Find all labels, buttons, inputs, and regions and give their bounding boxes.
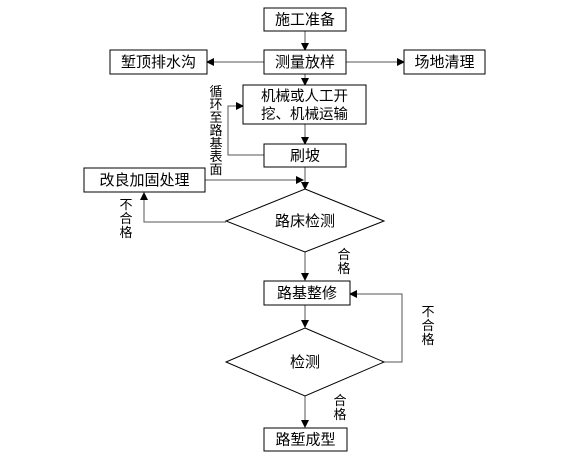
loop-char: 环 bbox=[209, 98, 222, 113]
pass-label-check: 合 格 bbox=[333, 394, 346, 423]
node-brush-slope-label: 刷坡 bbox=[290, 147, 320, 165]
node-brush-slope: 刷坡 bbox=[263, 143, 347, 168]
fail-char: 不 bbox=[119, 198, 132, 213]
node-prep-label: 施工准备 bbox=[275, 11, 335, 29]
decision-check: 检测 bbox=[224, 327, 386, 397]
pass-label-bed-check: 合 格 bbox=[337, 248, 350, 277]
node-final: 路堑成型 bbox=[263, 427, 348, 452]
node-final-label: 路堑成型 bbox=[275, 431, 335, 449]
pass-char: 合 bbox=[333, 394, 346, 409]
node-site-clear-label: 场地清理 bbox=[414, 53, 474, 71]
node-improve-label: 改良加固处理 bbox=[99, 171, 189, 189]
fail-label-bed-check: 不 合 格 bbox=[119, 198, 132, 241]
node-excavate-label-line2: 挖、机械运输 bbox=[261, 106, 348, 123]
node-subgrade-trim: 路基整修 bbox=[263, 280, 351, 306]
node-survey-label: 测量放样 bbox=[275, 53, 335, 71]
node-improve: 改良加固处理 bbox=[83, 167, 206, 193]
pass-char: 合 bbox=[337, 248, 350, 263]
node-excavate-label-line1: 机械或人工开 bbox=[261, 88, 348, 105]
pass-char: 格 bbox=[333, 407, 346, 423]
loop-label: 循 环 至 路 基 表 面 bbox=[209, 85, 222, 178]
edge-bedcheck-fail bbox=[140, 192, 226, 223]
fail-char: 格 bbox=[421, 332, 434, 348]
loop-char: 面 bbox=[209, 163, 222, 178]
node-prep: 施工准备 bbox=[263, 7, 347, 32]
node-top-ditch-label: 堑顶排水沟 bbox=[121, 53, 196, 71]
loop-char: 至 bbox=[209, 111, 222, 126]
decision-bed-check: 路床检测 bbox=[224, 188, 386, 253]
fail-char: 合 bbox=[421, 319, 434, 334]
decision-bed-check-label: 路床检测 bbox=[275, 212, 335, 230]
node-excavate: 机械或人工开 挖、机械运输 bbox=[242, 84, 367, 125]
loop-char: 循 bbox=[209, 85, 222, 100]
fail-char: 不 bbox=[421, 305, 434, 320]
pass-char: 格 bbox=[337, 261, 350, 277]
fail-char: 合 bbox=[119, 212, 132, 227]
loop-char: 基 bbox=[209, 137, 222, 152]
node-survey: 测量放样 bbox=[263, 49, 347, 75]
connectors bbox=[140, 31, 405, 428]
node-top-ditch: 堑顶排水沟 bbox=[109, 49, 208, 75]
fail-char: 格 bbox=[119, 225, 132, 241]
loop-char: 表 bbox=[209, 150, 222, 165]
edge-check-fail bbox=[349, 290, 403, 363]
node-site-clear: 场地清理 bbox=[403, 49, 486, 75]
fail-label-check: 不 合 格 bbox=[421, 305, 434, 348]
loop-char: 路 bbox=[209, 123, 222, 139]
decision-check-label: 检测 bbox=[290, 353, 320, 371]
edge-brush-loop bbox=[227, 102, 264, 156]
node-subgrade-trim-label: 路基整修 bbox=[277, 284, 337, 302]
